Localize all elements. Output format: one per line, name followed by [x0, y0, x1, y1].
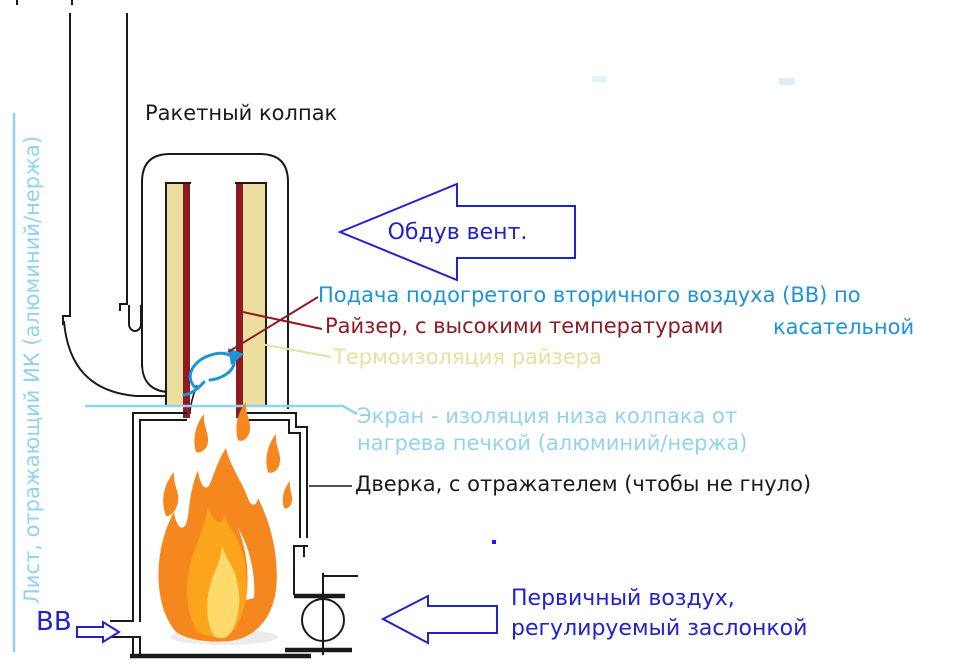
- riser-right-insulation: [243, 183, 266, 405]
- screen-line: [85, 404, 358, 416]
- secondary-air-label-1: Подача подогретого вторичного воздуха (В…: [318, 283, 861, 307]
- flame-gap-right: [238, 528, 255, 600]
- bend-outer-curve: [62, 320, 187, 397]
- riser-left-wall: [183, 184, 190, 418]
- flame-tongue-right: [266, 434, 281, 473]
- flame-tongue-upper: [194, 414, 209, 453]
- insulation-label: Термоизоляция райзера: [333, 345, 602, 369]
- secondary-air-label-2: касательной: [773, 315, 915, 339]
- bb-inlet-label: ВВ: [36, 607, 72, 637]
- damper-axis: [322, 573, 358, 655]
- fan-arrow-label: Обдув вент.: [387, 220, 528, 245]
- bb-inlet-channel: [110, 620, 141, 638]
- flame: [158, 402, 293, 645]
- swirl-arrow-icon: [182, 348, 244, 397]
- damper-disc: [301, 598, 345, 642]
- firebox-outer-right: [242, 412, 308, 538]
- firebox-inner-left: [139, 419, 187, 658]
- top-edge-stubs: [16, 0, 73, 5]
- hood-outline: [141, 153, 289, 409]
- bend-socket: [128, 305, 142, 332]
- riser-left-insulation: [166, 183, 184, 405]
- firebox-inner-right: [242, 419, 301, 538]
- hood-label: Ракетный колпак: [145, 101, 338, 125]
- primary-air-arrow-icon: [380, 594, 498, 645]
- flame-core: [207, 546, 240, 639]
- fan-arrow-icon: [337, 182, 576, 282]
- artifact-dot: [492, 540, 496, 544]
- chimney-right-wall: [119, 13, 128, 311]
- flame-tongue-left: [163, 472, 179, 517]
- riser-left-outline: [165, 182, 191, 406]
- screen-label-1: Экран - изоляция низа колпака от: [357, 404, 738, 428]
- door-frame: [293, 545, 308, 595]
- leader-riser: [237, 310, 323, 330]
- riser-right-wall: [236, 184, 243, 418]
- riser-right-outline: [235, 182, 267, 406]
- primary-air-label-2: регулируемый заслонкой: [511, 616, 808, 641]
- chimney-left-wall: [62, 13, 71, 325]
- leader-secondary-air: [227, 296, 319, 353]
- riser-label: Райзер, с высокими температурами: [325, 314, 724, 338]
- leader-insulation: [249, 341, 332, 358]
- bb-arrow-icon: [76, 620, 121, 644]
- firebox-outer-left: [132, 412, 187, 658]
- artifact-smudge: [779, 78, 795, 85]
- door-label: Дверка, с отражателем (чтобы не гнуло): [355, 472, 812, 496]
- reflective-sheet-label: Лист, отражающий ИК (алюминий/нержа): [20, 135, 44, 604]
- primary-air-label-1: Первичный воздух,: [511, 586, 735, 611]
- screen-label-2: нагрева печкой (алюминий/нержа): [357, 431, 748, 455]
- flame-tongue-right-low: [282, 481, 293, 509]
- artifact-smudge: [592, 76, 606, 82]
- flame-tongue-top: [236, 402, 251, 441]
